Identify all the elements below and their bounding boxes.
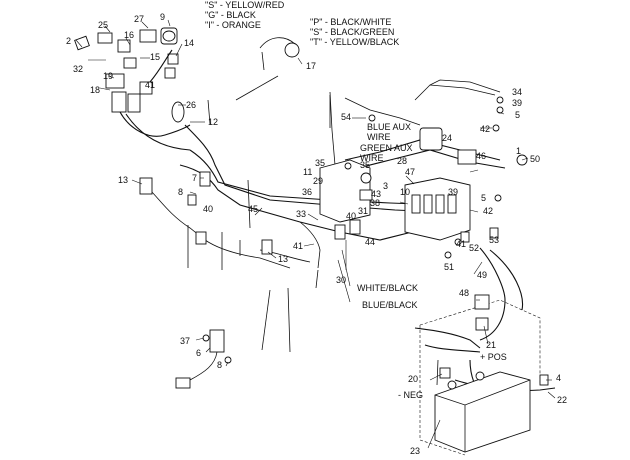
callout-41-right: 41	[456, 239, 467, 249]
callout-13-upper: 13	[118, 175, 129, 185]
callout-31: 31	[358, 206, 369, 216]
callout-39-upper: 39	[512, 98, 523, 108]
callout-39-lower: 39	[448, 187, 459, 197]
callout-5-lower: 5	[481, 193, 487, 203]
callout-28: 28	[397, 156, 408, 166]
white-black-label: WHITE/BLACK	[357, 283, 419, 293]
callout-37: 37	[180, 336, 191, 346]
callout-29: 29	[313, 176, 324, 186]
blue-black-label: BLUE/BLACK	[362, 300, 418, 310]
callout-7: 7	[192, 173, 198, 183]
callout-19: 19	[103, 71, 114, 81]
neg-terminal-label: - NEG	[398, 390, 424, 400]
callout-45: 45	[248, 204, 259, 214]
callout-6: 6	[196, 348, 202, 358]
callout-17: 17	[306, 61, 317, 71]
connectors	[139, 37, 549, 389]
callout-40-left: 40	[203, 204, 214, 214]
callout-20: 20	[408, 374, 419, 384]
legend-left-line-1: "S" - YELLOW/RED	[205, 0, 285, 10]
callout-44: 44	[365, 237, 376, 247]
callout-51: 51	[444, 262, 455, 272]
callout-18: 18	[90, 85, 101, 95]
callout-43: 43	[371, 189, 382, 199]
callout-8-lower: 8	[217, 360, 223, 370]
callout-27: 27	[134, 14, 145, 24]
callout-48: 48	[459, 288, 470, 298]
callout-11-left: 11	[303, 167, 313, 177]
callout-41-mid: 41	[293, 241, 304, 251]
callout-34: 34	[512, 87, 523, 97]
pos-terminal-label: + POS	[480, 352, 507, 362]
callout-4: 4	[556, 373, 562, 383]
callout-30: 30	[336, 275, 347, 285]
blue-aux-wire-label: BLUE AUX WIRE	[367, 122, 412, 142]
legend-right-line-2: "S" - BLACK/GREEN	[310, 27, 395, 37]
legend-left-line-2: "G" - BLACK	[205, 10, 256, 20]
callout-1: 1	[516, 146, 522, 156]
callout-10: 10	[400, 187, 411, 197]
callout-52: 52	[469, 243, 480, 253]
callout-23: 23	[410, 446, 421, 456]
callout-5-upper: 5	[515, 110, 521, 120]
callout-16: 16	[124, 30, 135, 40]
callout-21: 21	[486, 340, 497, 350]
callout-46: 46	[476, 151, 487, 161]
callout-2: 2	[66, 36, 72, 46]
callout-15: 15	[150, 52, 161, 62]
callout-47: 47	[405, 167, 416, 177]
callout-42-lower: 42	[483, 206, 494, 216]
callout-40-mid: 40	[346, 211, 357, 221]
callout-9: 9	[160, 12, 166, 22]
callout-25: 25	[98, 20, 109, 30]
callout-24: 24	[442, 133, 453, 143]
callout-35-left: 35	[315, 158, 326, 168]
callout-32: 32	[73, 64, 84, 74]
callout-35-right: 35	[360, 160, 371, 170]
legend-left-line-3: "I" - ORANGE	[205, 20, 261, 30]
legend-right-line-3: "T" - YELLOW/BLACK	[310, 37, 400, 47]
callout-49: 49	[477, 270, 488, 280]
battery	[419, 299, 541, 456]
callout-53: 53	[489, 235, 500, 245]
callout-3: 3	[383, 181, 389, 191]
leader-lines	[75, 19, 556, 449]
legend-right-line-1: "P" - BLACK/WHITE	[310, 17, 392, 27]
callout-36: 36	[302, 187, 313, 197]
callout-14: 14	[184, 38, 195, 48]
green-aux-wire-label: GREEN AUX WIRE	[360, 143, 413, 163]
callout-22: 22	[557, 395, 568, 405]
callout-26: 26	[186, 100, 197, 110]
callout-8-upper: 8	[178, 187, 184, 197]
switch-cluster	[74, 27, 191, 151]
callout-42-upper: 42	[480, 124, 491, 134]
callout-38: 38	[370, 198, 381, 208]
callout-50: 50	[530, 154, 541, 164]
callout-54: 54	[341, 112, 352, 122]
callout-33: 33	[296, 209, 307, 219]
relay-block	[319, 127, 528, 241]
callout-41: 41	[145, 80, 156, 90]
callout-12: 12	[208, 117, 219, 127]
cable-ties	[187, 75, 439, 386]
callout-13-lower: 13	[278, 254, 289, 264]
